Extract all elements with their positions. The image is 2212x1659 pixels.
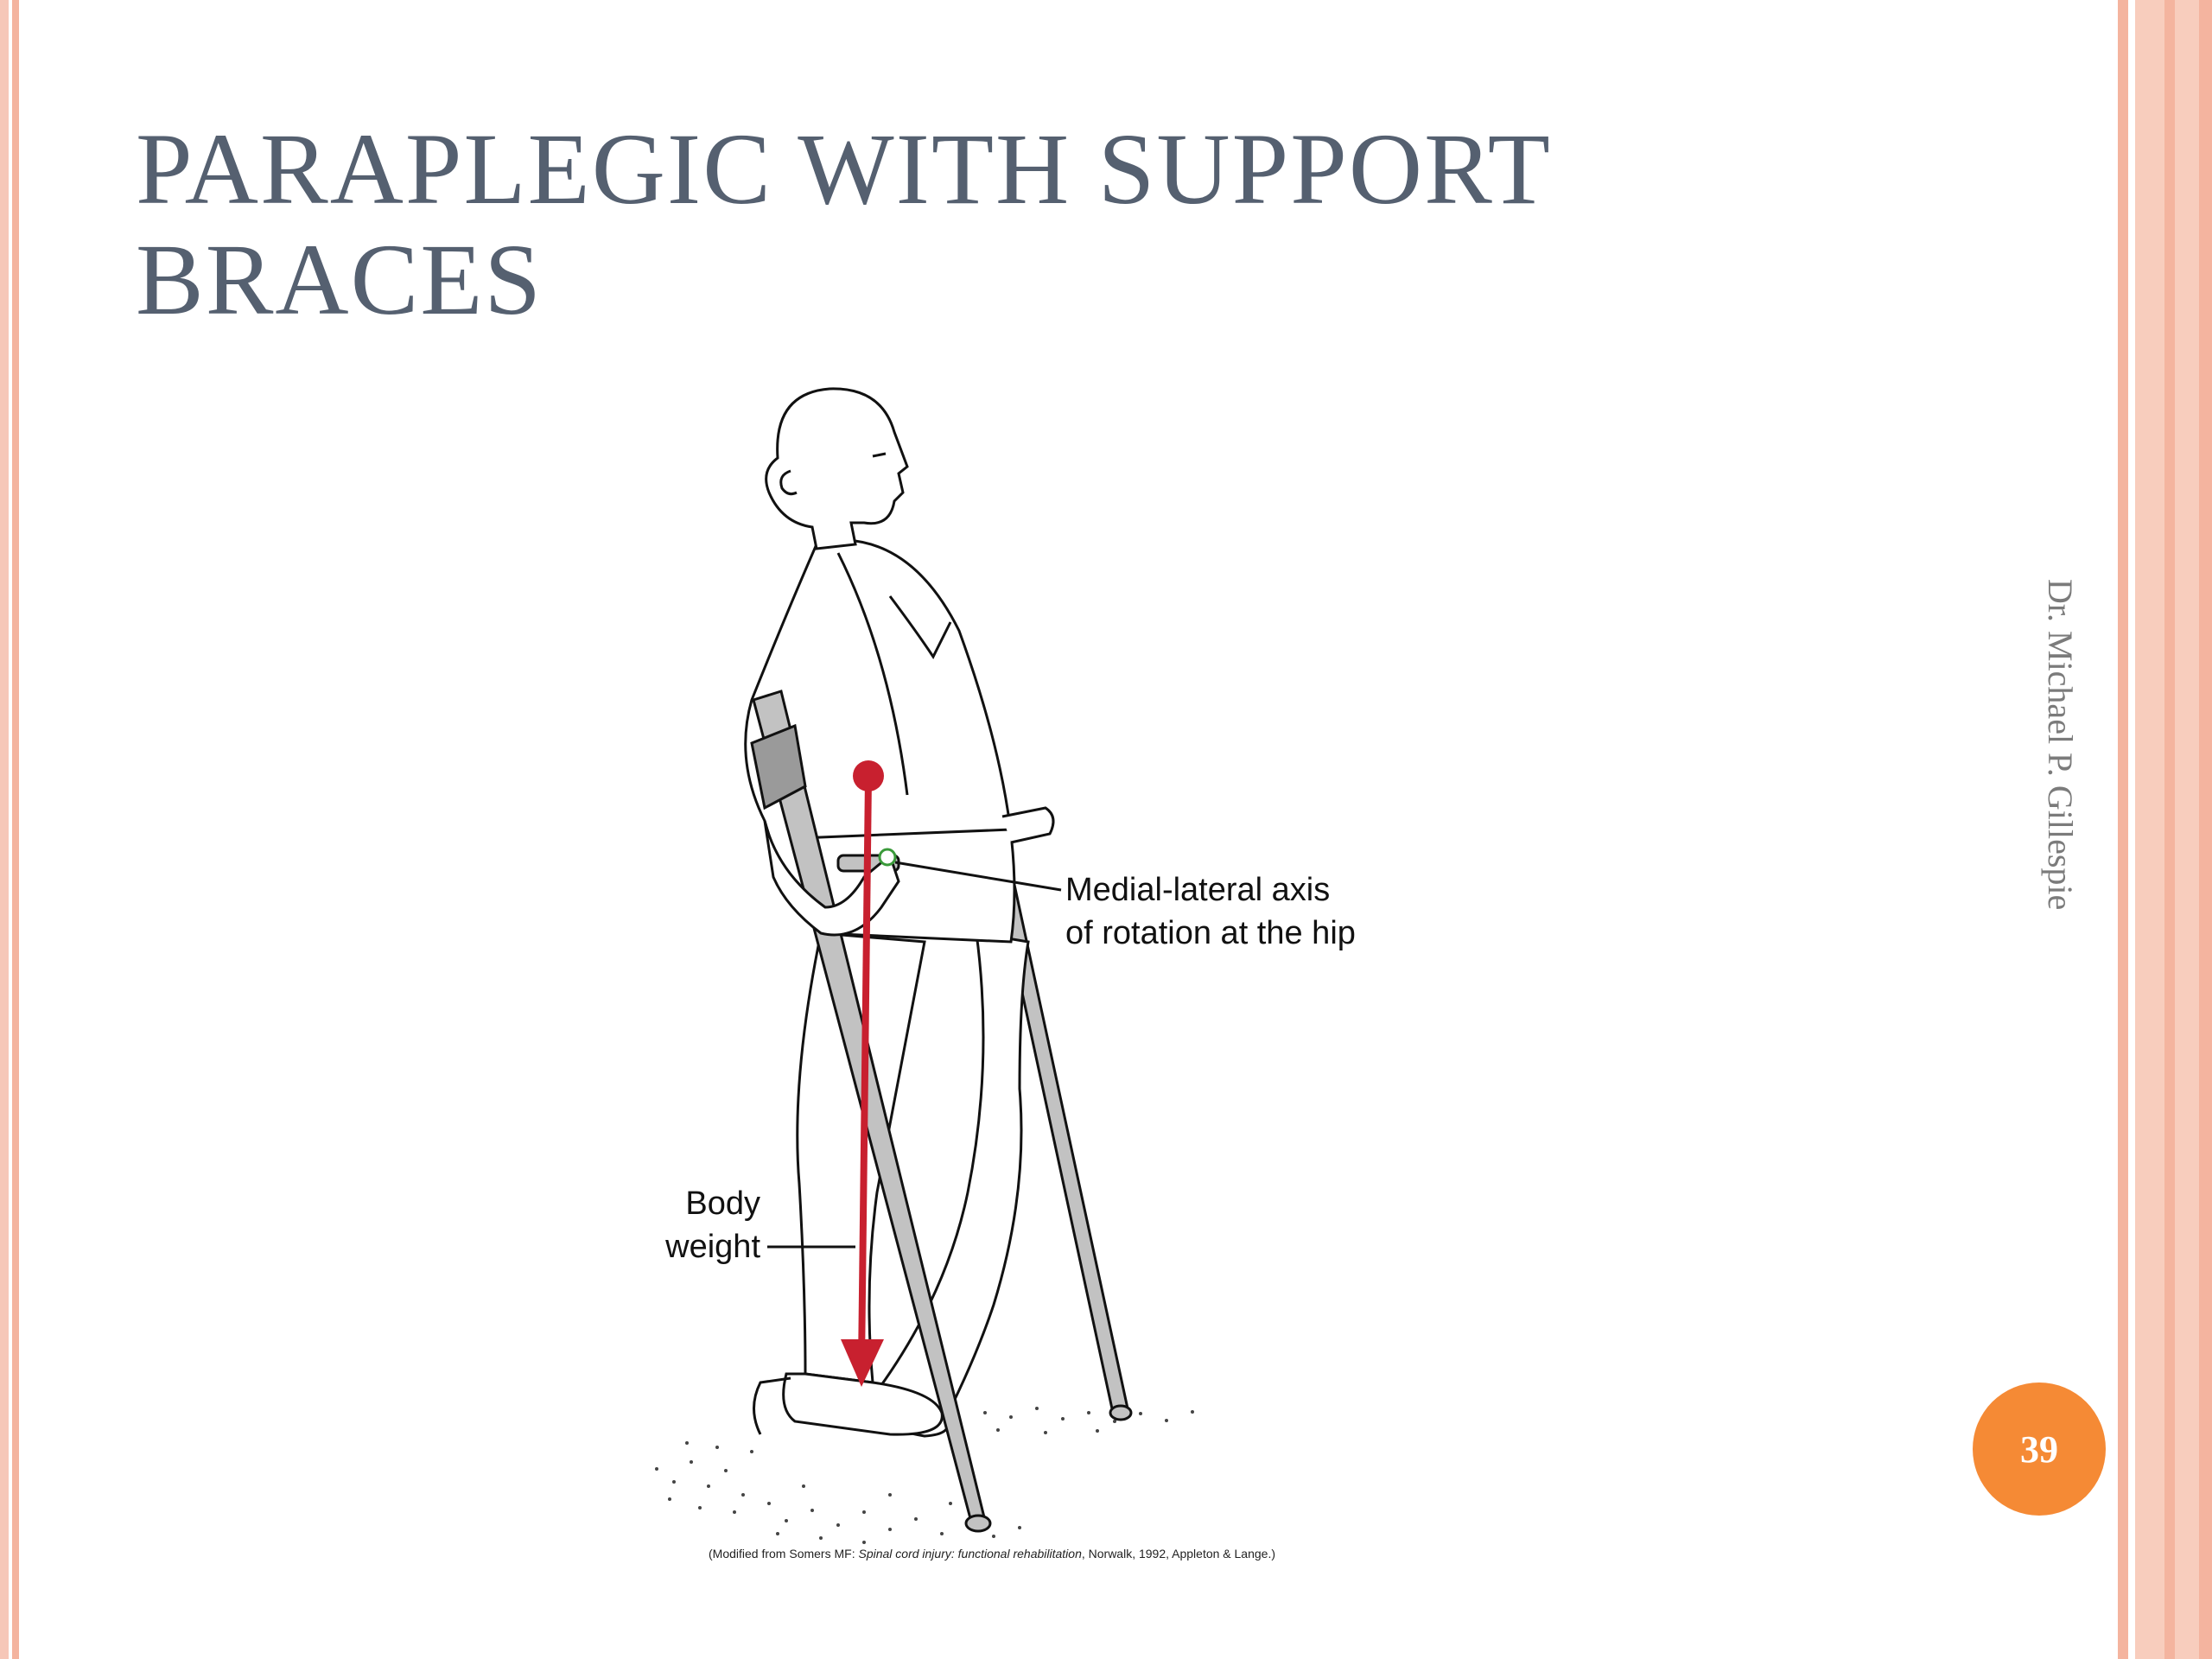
caption-prefix: (Modified from Somers MF: [709, 1547, 859, 1560]
slide-title: PARAPLEGIC WITH SUPPORT BRACES [136, 114, 1605, 335]
slide-title-line-2: BRACES [136, 223, 543, 336]
axis-label-line-2: of rotation at the hip [1065, 915, 1356, 951]
hip-axis-marker [878, 848, 897, 867]
head [765, 387, 909, 550]
author-credit: Dr. Michael P. Gillespie [2041, 579, 2080, 911]
axis-label-line-1: Medial-lateral axis [1065, 872, 1331, 908]
front-foot [782, 1372, 944, 1436]
axis-label: Medial-lateral axis of rotation at the h… [1065, 868, 1356, 955]
page-number-badge: 39 [1973, 1382, 2106, 1516]
axis-leader-line [894, 861, 1062, 892]
weight-label-line-2: weight [665, 1229, 760, 1265]
paraplegic-figure: Medial-lateral axis of rotation at the h… [605, 372, 1469, 1581]
back-hand [1001, 806, 1055, 844]
slide-title-line-1: PARAPLEGIC WITH SUPPORT [136, 112, 1552, 226]
weight-label: Body weight [655, 1182, 760, 1268]
ground-stipple [655, 1407, 1194, 1544]
body-weight-arrow [841, 760, 884, 1387]
back-leg [874, 931, 1030, 1419]
slide-left-border [0, 0, 26, 1659]
figure-illustration [655, 387, 1194, 1544]
caption-italic: Spinal cord injury: functional rehabilit… [858, 1547, 1082, 1560]
slide-right-border [2113, 0, 2212, 1659]
page-number: 39 [2020, 1427, 2058, 1471]
weight-label-line-1: Body [685, 1185, 760, 1222]
figure-caption: (Modified from Somers MF: Spinal cord in… [709, 1547, 1275, 1560]
caption-suffix: , Norwalk, 1992, Appleton & Lange.) [1081, 1547, 1276, 1560]
